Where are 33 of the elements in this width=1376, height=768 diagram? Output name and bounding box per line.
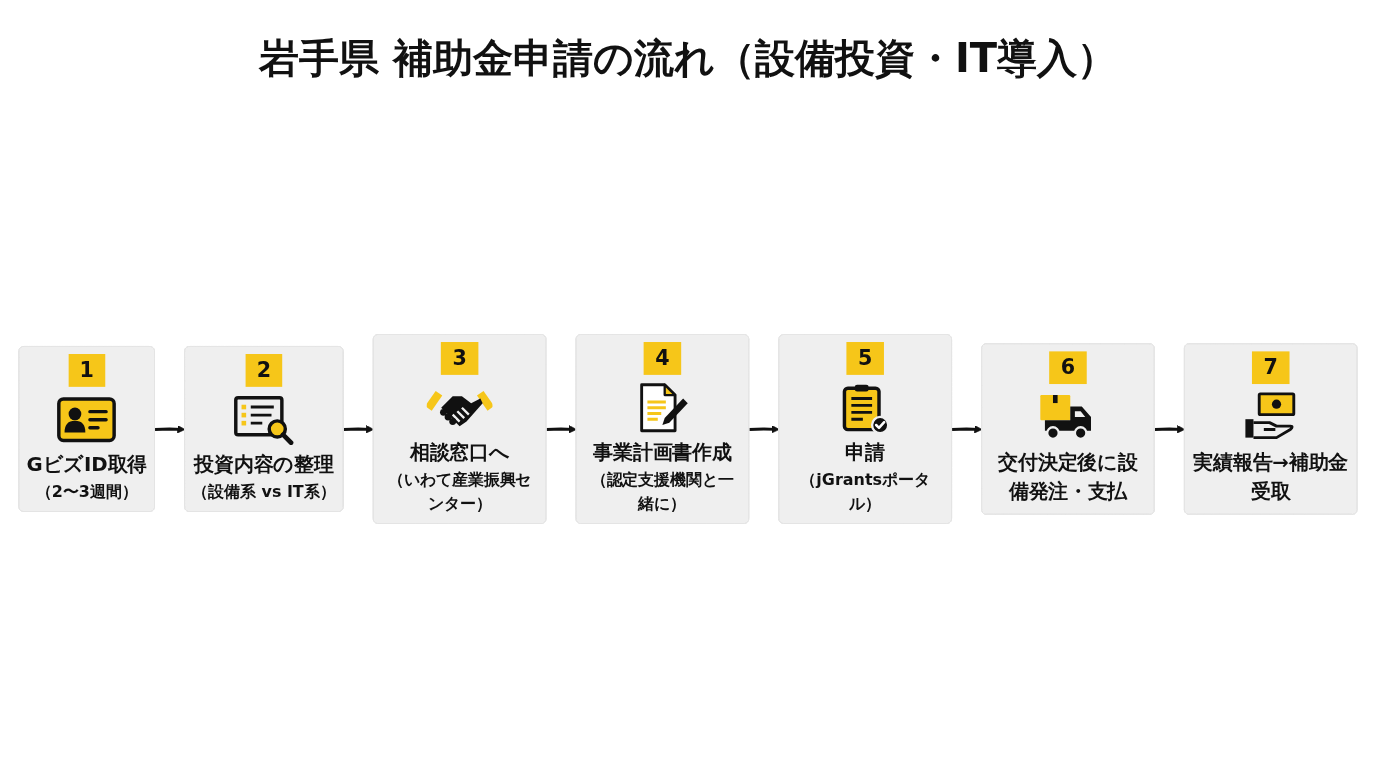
step-title: 実績報告→補助金受取: [1193, 450, 1348, 503]
step-card: [778, 334, 952, 524]
step-card: [981, 343, 1155, 515]
step-card: [575, 334, 750, 524]
step-number: 6: [1049, 351, 1087, 384]
arrow: [154, 425, 186, 434]
arrow: [546, 425, 577, 434]
step-title: GビズID取得: [26, 453, 147, 476]
step-title: 申請: [845, 441, 885, 464]
step-number: 7: [1252, 351, 1290, 384]
step-number: 5: [846, 342, 884, 375]
step-note: （2〜3週間）: [35, 481, 138, 501]
arrow: [951, 425, 983, 434]
step-card: [184, 346, 344, 512]
step-note: （いわて産業振興センター）: [387, 470, 532, 513]
step-title: 事業計画書作成: [593, 441, 732, 464]
step-note: （認定支援機関と一緒に）: [590, 470, 735, 513]
arrow: [1154, 425, 1186, 434]
step-note: （設備系 vs IT系）: [192, 481, 336, 501]
step-card: [1183, 343, 1358, 515]
step-card: [18, 346, 155, 512]
step-title: 投資内容の整理: [194, 453, 334, 476]
step-title: 交付決定後に設備発注・支払: [998, 450, 1138, 503]
step-number: 1: [68, 354, 106, 387]
step-number: 3: [441, 342, 479, 375]
step-card: [372, 334, 547, 524]
arrow: [343, 425, 375, 434]
diagram-title: 岩手県 補助金申請の流れ（設備投資・IT導入）: [258, 34, 1118, 82]
step-note: （jGrantsポータル）: [800, 470, 930, 513]
step-title: 相談窓口へ: [409, 441, 510, 464]
arrow: [749, 425, 780, 434]
step-number: 4: [643, 342, 681, 375]
step-number: 2: [245, 354, 283, 387]
